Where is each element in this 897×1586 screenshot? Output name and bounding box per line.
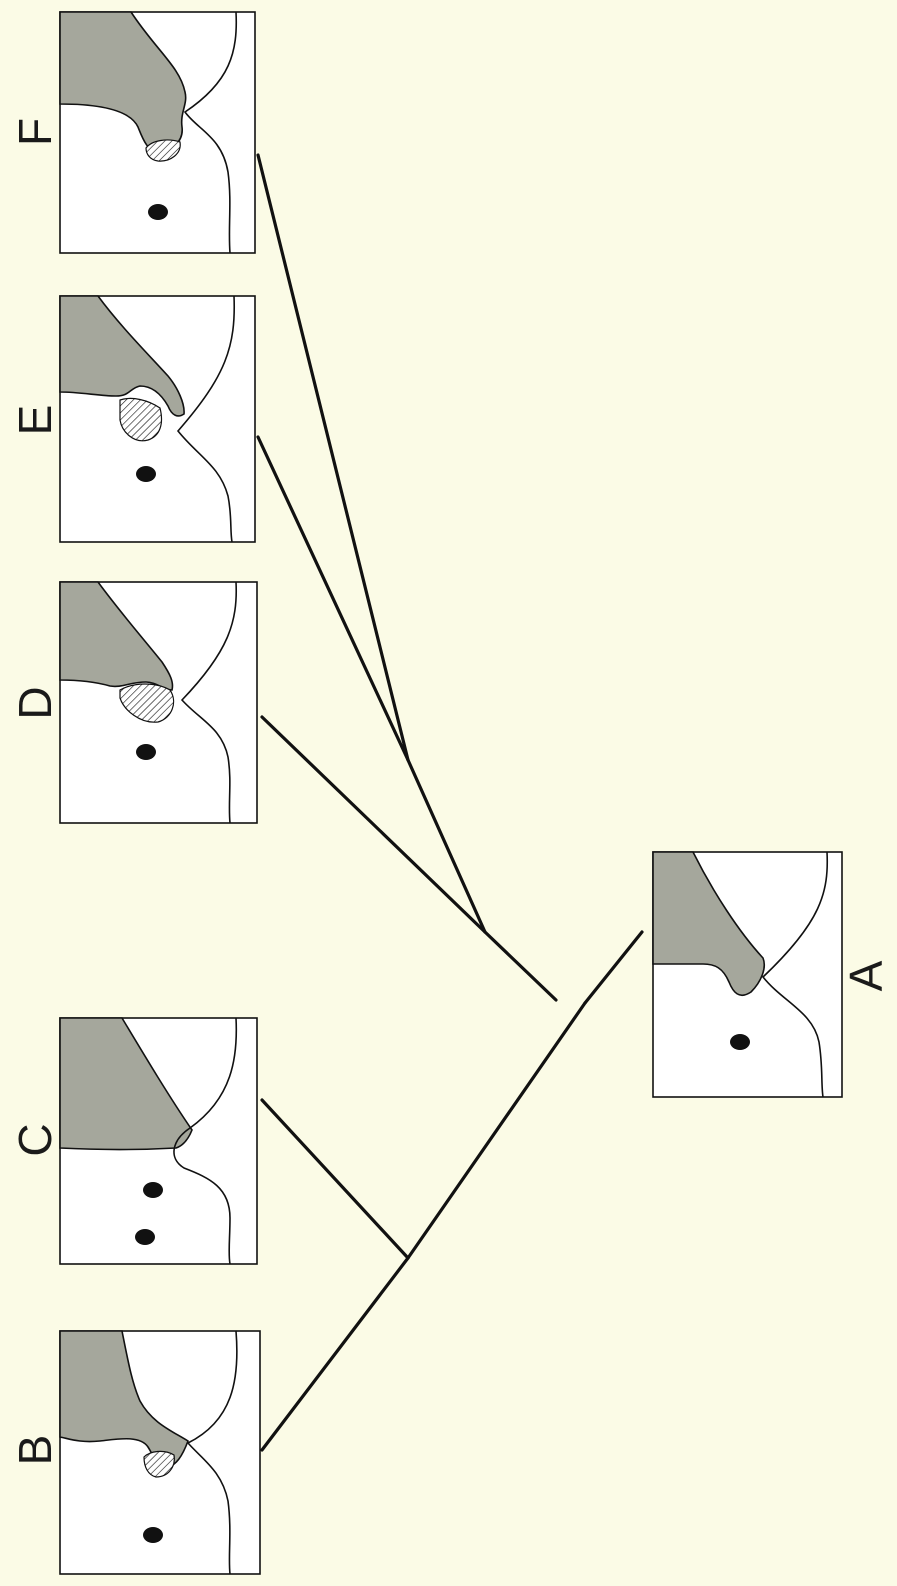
label-E: E <box>9 405 61 436</box>
hatched-structure <box>143 1450 175 1478</box>
panel-C <box>59 1017 258 1265</box>
contour-line <box>186 1330 238 1575</box>
eye-icon <box>148 204 168 220</box>
eye-icon <box>135 1229 155 1245</box>
shaded-region <box>59 1017 193 1151</box>
shaded-region <box>652 851 766 997</box>
branch-root-to-DEF <box>483 930 558 1002</box>
contour-line <box>173 1017 238 1265</box>
branch-to-C <box>260 1098 410 1260</box>
hatched-structure <box>145 139 181 162</box>
contour-line <box>180 581 238 824</box>
eye-icon <box>730 1034 750 1050</box>
panel-E <box>59 295 256 543</box>
panel-labels: B C D E F A <box>9 118 892 1465</box>
label-B: B <box>9 1435 61 1466</box>
contour-line <box>176 295 236 543</box>
tree-branches <box>256 153 644 1452</box>
eye-icon <box>136 466 156 482</box>
label-C: C <box>9 1123 61 1156</box>
eye-icon <box>143 1527 163 1543</box>
label-A: A <box>840 960 892 991</box>
panel-A <box>652 851 843 1098</box>
contour-line <box>183 11 238 254</box>
label-D: D <box>9 686 61 719</box>
contour-line <box>761 851 829 1098</box>
branch-to-D <box>260 715 487 934</box>
stem-to-EF <box>406 758 487 934</box>
main-stem-root-to-BC <box>406 1001 587 1260</box>
hatched-structure <box>119 683 175 723</box>
branch-to-B <box>260 1256 410 1452</box>
panel-B <box>59 1330 261 1575</box>
panel-F <box>59 11 256 254</box>
label-F: F <box>9 118 61 146</box>
branch-to-A <box>583 930 644 1005</box>
eye-icon <box>143 1182 163 1198</box>
branch-to-E <box>256 435 410 762</box>
panel-D <box>59 581 258 824</box>
hatched-structure <box>119 397 163 442</box>
eye-icon <box>136 744 156 760</box>
shaded-region <box>59 295 185 417</box>
branch-to-F <box>256 153 410 762</box>
